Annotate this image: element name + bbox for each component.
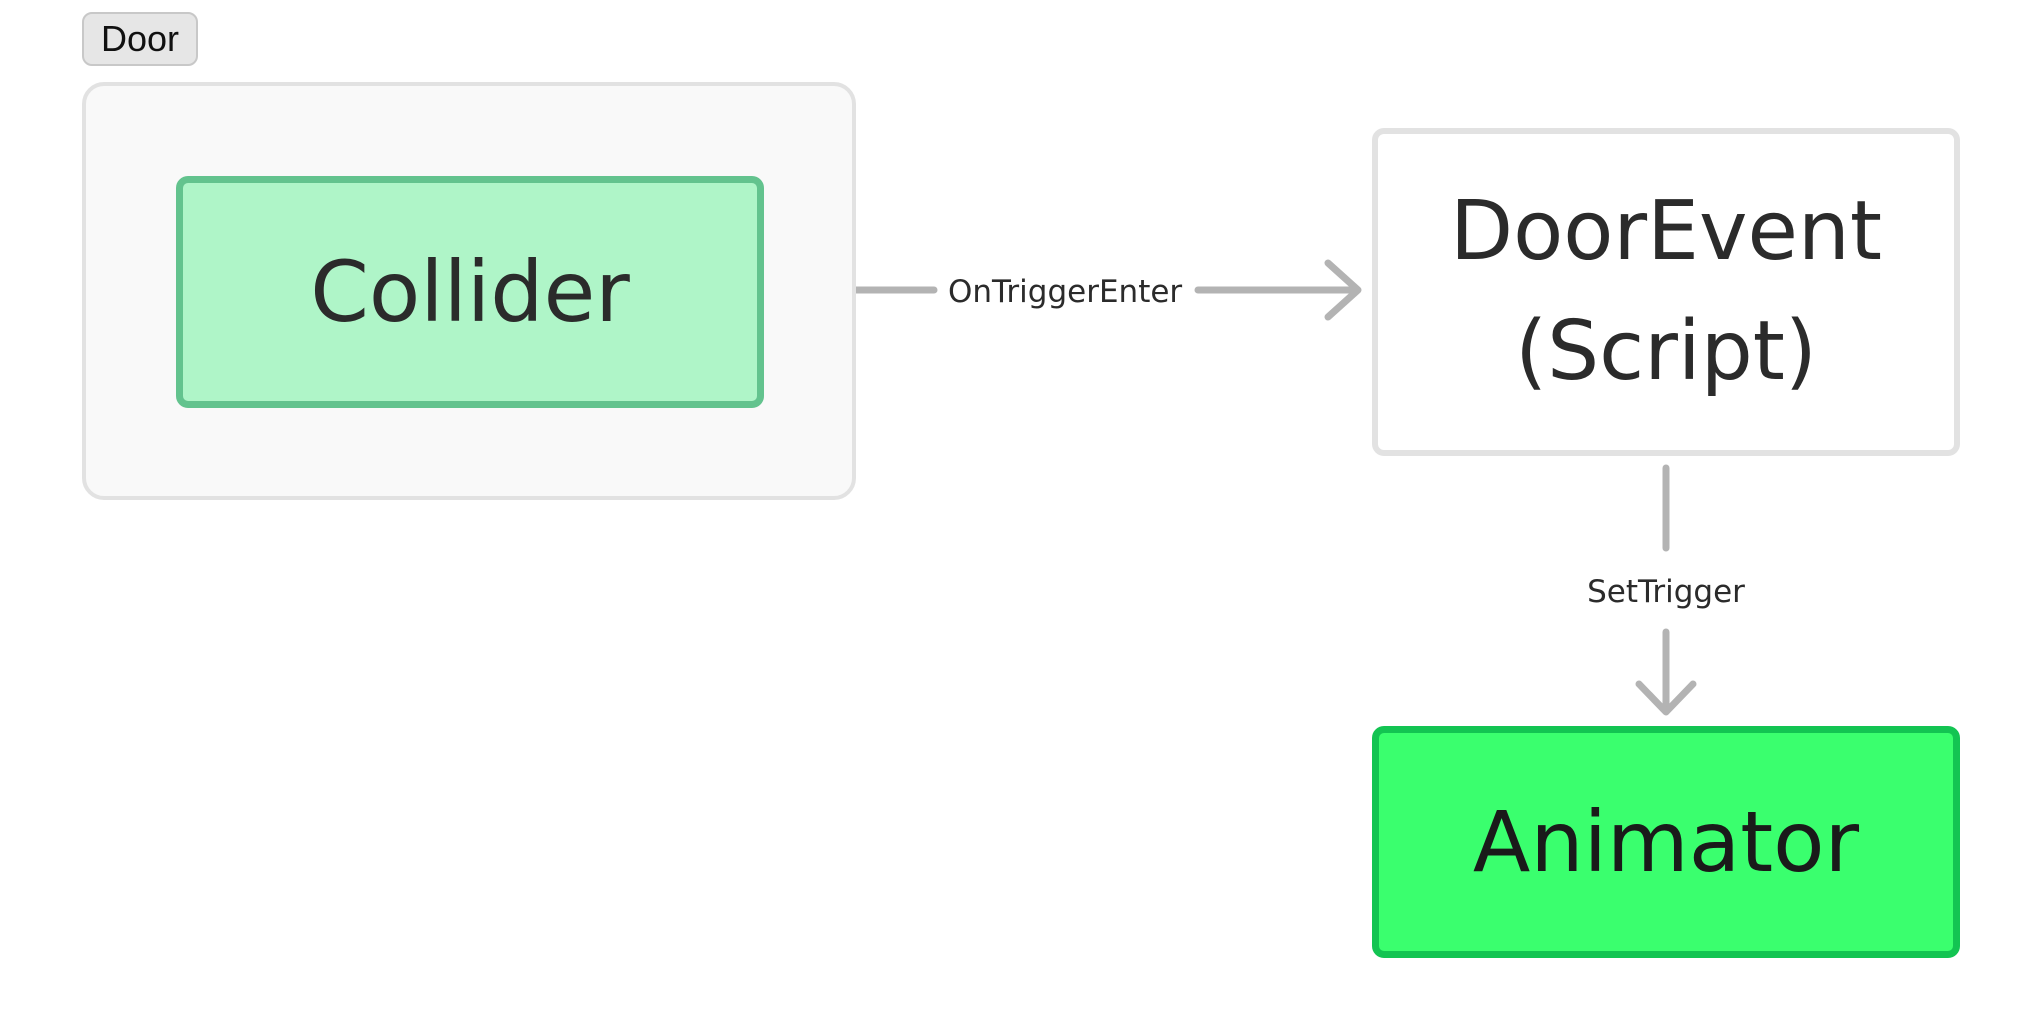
collider-node[interactable]: Collider	[176, 176, 764, 408]
arrowhead-right-icon	[1324, 259, 1362, 321]
edge-label-on-trigger-enter: OnTriggerEnter	[948, 272, 1183, 312]
edge-label-set-trigger: SetTrigger	[1578, 572, 1754, 612]
animator-node[interactable]: Animator	[1372, 726, 1960, 958]
door-group-label: Door	[82, 12, 198, 66]
script-node-label-line2: (Script)	[1515, 304, 1817, 399]
arrowhead-down-icon	[1635, 680, 1697, 716]
animator-node-label: Animator	[1472, 793, 1860, 891]
door-event-script-node[interactable]: DoorEvent (Script)	[1372, 128, 1960, 456]
script-node-label-line1: DoorEvent	[1449, 184, 1883, 279]
collider-node-label: Collider	[310, 243, 630, 341]
